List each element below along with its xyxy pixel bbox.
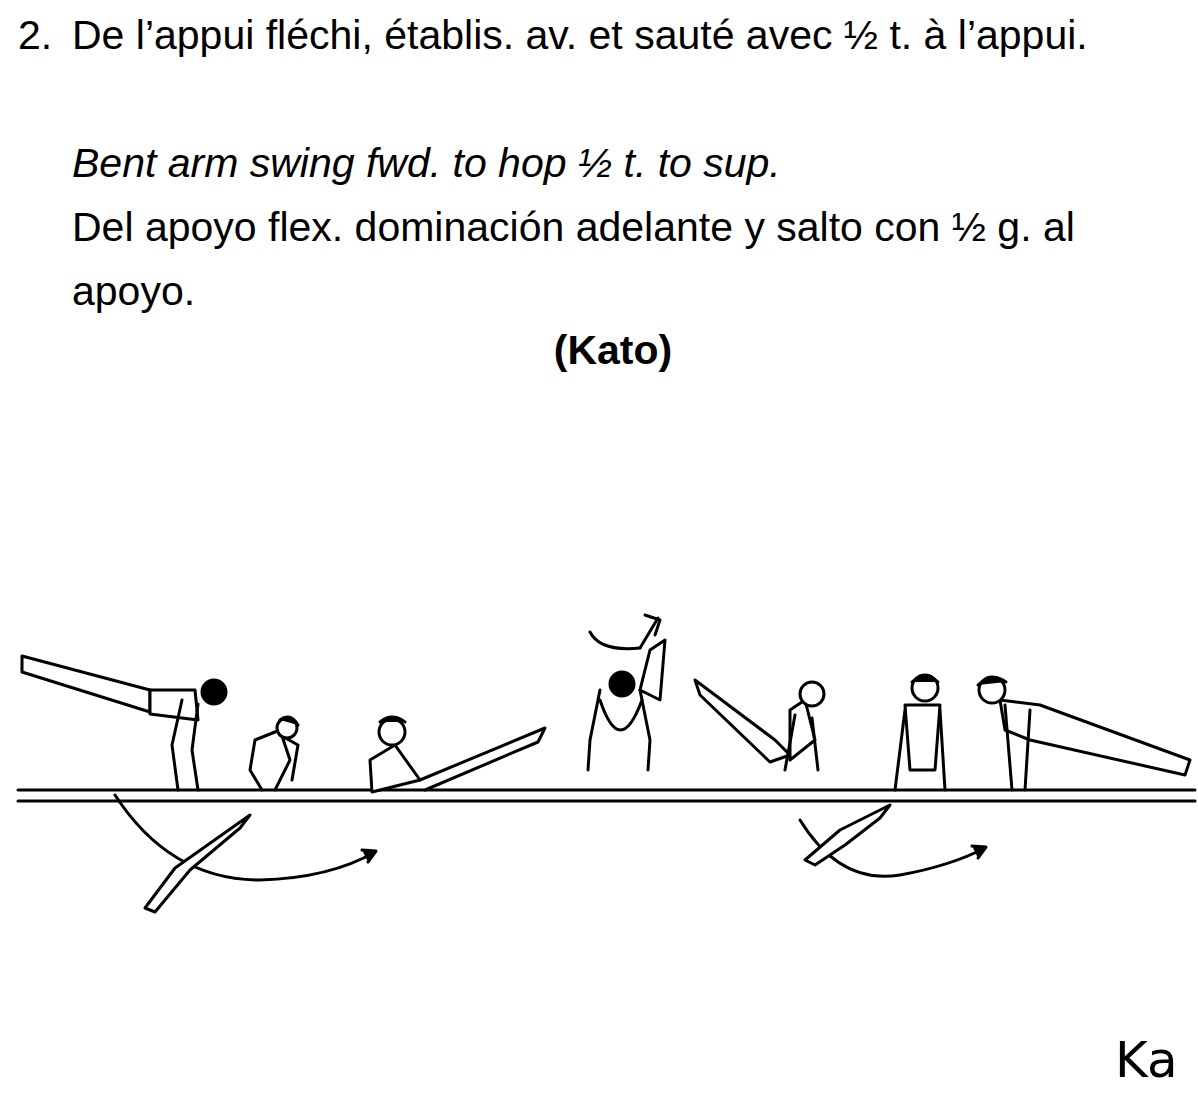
item-number: 2. xyxy=(18,3,68,67)
bar-line xyxy=(18,800,1195,803)
description-es: Del apoyo flex. dominación adelante y sa… xyxy=(72,195,1196,323)
element-name: (Kato) xyxy=(400,320,826,380)
description-en: Bent arm swing fwd. to hop ½ t. to sup. xyxy=(72,131,1196,195)
signature-mark: Ka xyxy=(1115,1030,1195,1090)
bar-line xyxy=(18,789,1195,792)
description-fr: De l’appui fléchi, établis. av. et sauté… xyxy=(72,3,1196,67)
